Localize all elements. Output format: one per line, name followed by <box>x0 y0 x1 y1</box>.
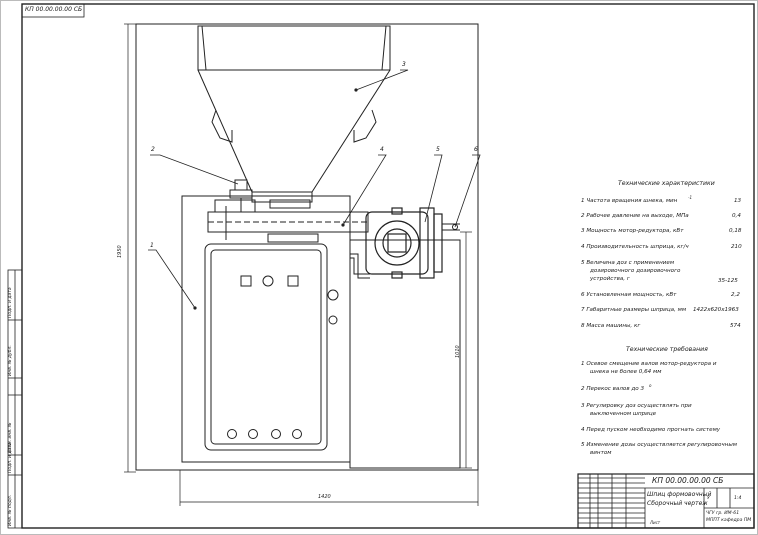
title-block-name-2: Сборочный чертеж <box>647 500 708 507</box>
tech-spec-value: 2,2 <box>731 292 740 298</box>
tech-spec-label: 2 Рабочее давление на выходе, МПа <box>581 213 689 219</box>
tech-spec-label: 7 Габаритные размеры шприца, мм <box>581 307 687 313</box>
tech-spec-value: 13 <box>734 198 742 204</box>
tech-spec-label: 4 Производительность шприца, кг/ч <box>581 244 689 250</box>
title-block-sheet: Лист <box>650 520 661 525</box>
callout-5: 5 <box>436 146 440 153</box>
tech-req-line: 4 Перед пуском необходимо прогнать систе… <box>581 427 721 433</box>
tech-req-heading: Технические требования <box>626 346 708 353</box>
output-pipe <box>442 223 460 231</box>
dim-height-axis: 1010 <box>455 345 461 358</box>
leader-lines <box>148 69 481 309</box>
tech-spec-value: 0,18 <box>729 228 742 234</box>
callout-6: 6 <box>474 146 478 153</box>
tech-spec-value: 1422х620х1963 <box>693 307 739 313</box>
title-block-stage: У <box>707 496 710 501</box>
tech-req-line: 2 Перекос валов до 3 <box>581 386 645 392</box>
binding-strip <box>7 269 23 529</box>
title-block-org-1: ЧГУ гр. ИМ-61 <box>706 511 740 516</box>
title-block-scale: 1:4 <box>734 496 742 501</box>
dim-width-overall: 1420 <box>318 494 331 500</box>
tech-req-sup: о <box>649 383 652 388</box>
tech-specs-heading: Технические характеристики <box>618 180 715 187</box>
tech-spec-value: 210 <box>731 244 742 250</box>
sidebar-label-a: Подп. и дата <box>8 287 13 318</box>
corner-doc-code: КП 00.00.00.00 СБ <box>25 6 83 13</box>
callout-4: 4 <box>380 146 384 153</box>
tech-spec-label: 6 Установленная мощность, кВт <box>581 292 677 298</box>
tech-spec-label-2: дозировочного дозировочного <box>590 268 681 274</box>
leader-dots <box>193 88 358 310</box>
tech-req-line: шнека не более 0,64 мм <box>590 369 662 375</box>
title-block-org-2: МППТ кафедра ПМ <box>706 518 752 523</box>
sidebar-label-e: Инв. № подл. <box>8 494 13 526</box>
tech-spec-value: 574 <box>730 323 741 329</box>
tech-spec-label-3: устройства, г <box>590 276 630 282</box>
tech-spec-value: 0,4 <box>732 213 741 219</box>
tech-spec-label: 8 Масса машины, кг <box>581 323 641 329</box>
title-block <box>577 473 755 529</box>
tech-spec-sup: -1 <box>688 195 692 200</box>
gear-motor <box>365 207 443 279</box>
dimension-lines <box>124 23 479 506</box>
tech-spec-label: 5 Величина доз с применением <box>581 260 675 266</box>
tech-spec-value: 35-125 <box>718 278 738 284</box>
tech-req-line: 1 Осевое смещение валов мотор-редуктора … <box>581 361 717 367</box>
tech-spec-label: 3 Мощность мотор-редуктора, кВт <box>581 228 684 234</box>
tech-req-line: 3 Регулировку доз осуществлять при <box>581 403 692 409</box>
valve <box>229 179 253 212</box>
hopper <box>197 25 391 209</box>
cabinet <box>181 195 461 469</box>
callout-3: 3 <box>402 61 406 68</box>
machine-frame <box>135 23 479 471</box>
title-block-name-1: Шпиц формовочный <box>647 491 712 498</box>
screw-housing <box>207 199 370 279</box>
tech-req-line: 5 Изменение дозы осуществляется регулиро… <box>581 442 737 448</box>
callout-2: 2 <box>151 146 155 153</box>
sidebar-label-d: Подп. и дата <box>8 442 13 473</box>
callout-1: 1 <box>150 242 154 249</box>
tech-req-line: винтом <box>590 450 612 456</box>
title-block-doc-code: КП 00.00.00.00 СБ <box>652 476 724 485</box>
tech-spec-label: 1 Частота вращения шнека, мин <box>581 198 678 204</box>
sidebar-label-b: Инв. № дубл. <box>8 345 13 376</box>
tech-req-line: выключенном шприце <box>590 411 657 417</box>
dim-height-overall: 1950 <box>117 245 123 258</box>
